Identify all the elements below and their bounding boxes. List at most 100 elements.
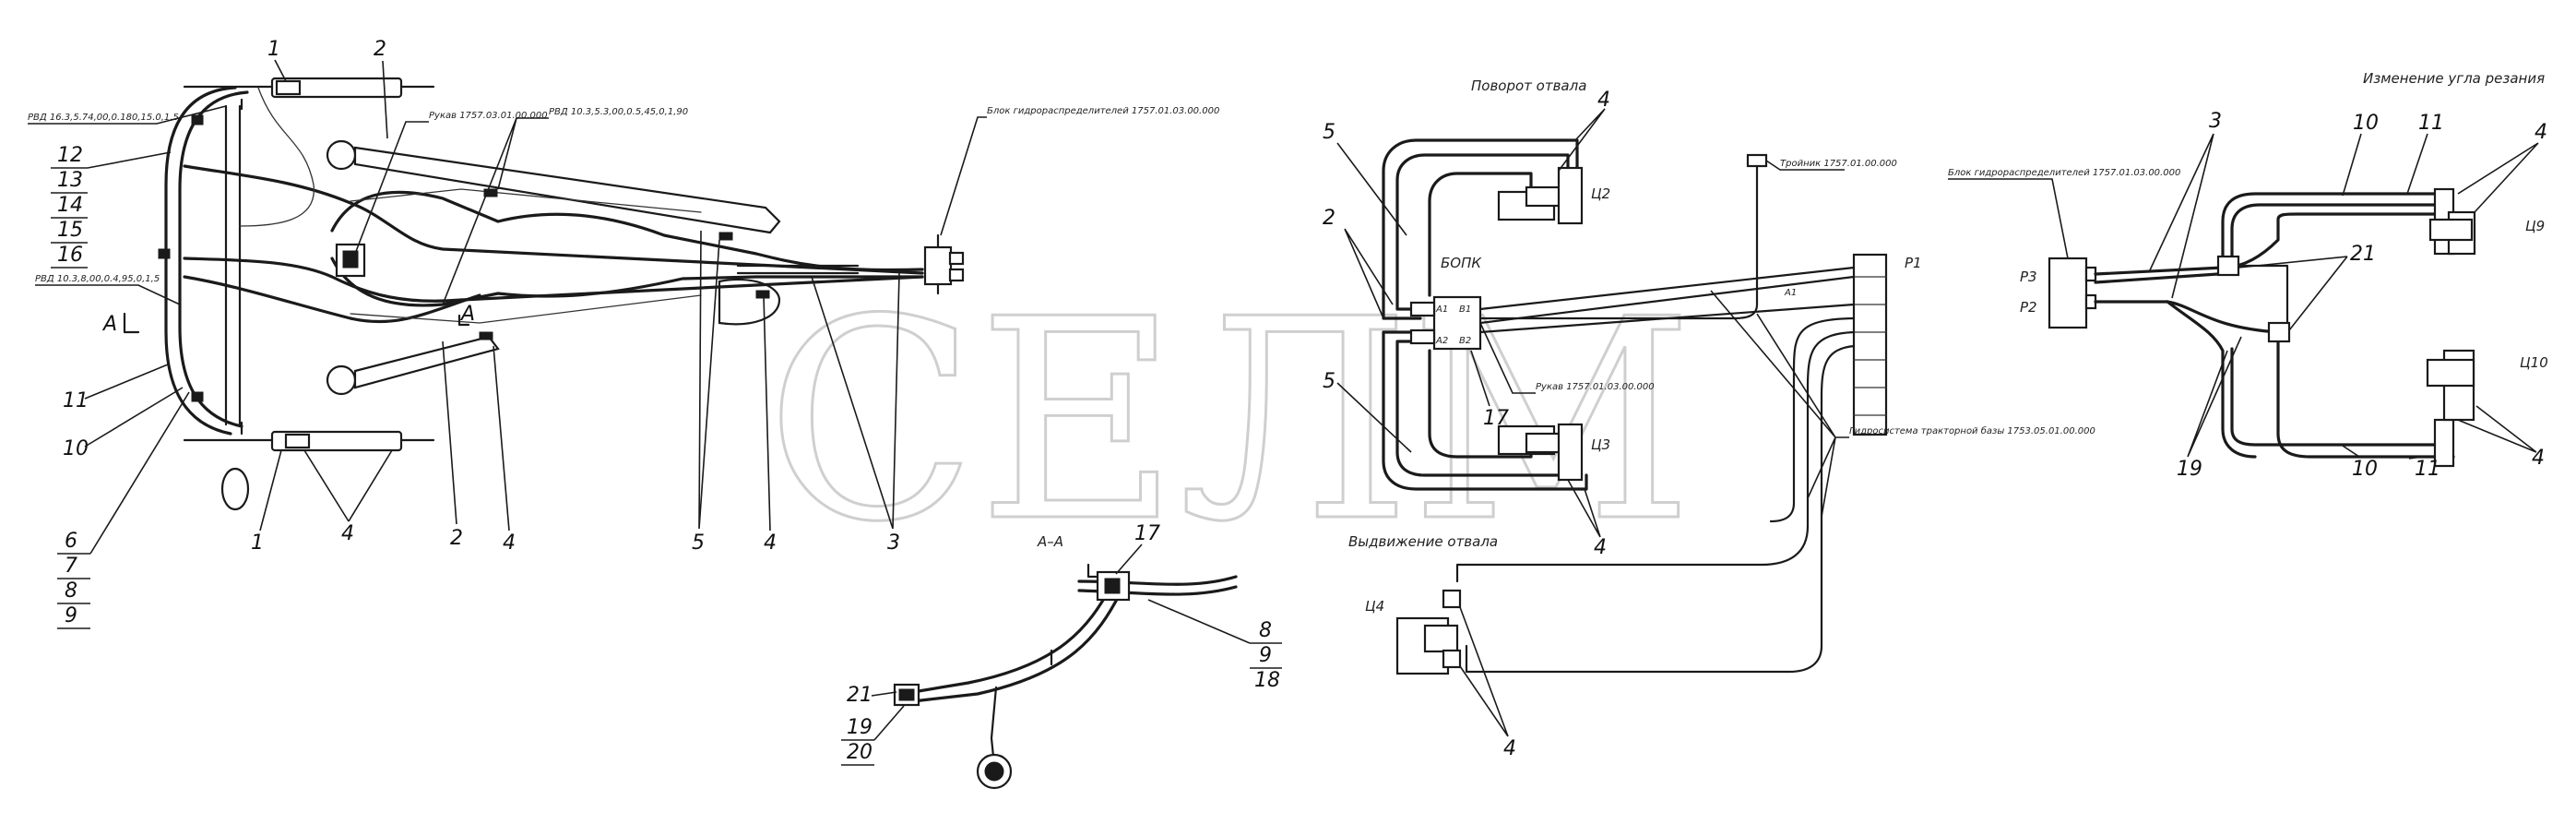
v1-hose-mid-left-label: РВД 10.3,8,00,0.4,95,0,1,5 [35, 274, 160, 284]
lower-diagonal-cylinder [353, 335, 500, 389]
clamp-f [191, 114, 204, 125]
hose-bundle-low [183, 275, 481, 324]
v2-pos-5-bottom: 5 [1323, 370, 1335, 393]
v2-loop-lower-outer [1382, 330, 1588, 491]
v1-block-label: Блок гидрораспределителей 1757.01.03.00.… [987, 106, 1219, 116]
v3-cyl-c10 [2426, 358, 2475, 388]
aa-coupling-core [898, 688, 915, 701]
v1-pos-8: 8 [65, 579, 77, 603]
v2-c4-label: Ц4 [1365, 598, 1384, 615]
v2-inlet-block [1852, 253, 1888, 436]
distribution-block [923, 245, 953, 286]
v1-pos-1-bottom-leader [259, 449, 282, 531]
v2-bopk-port-b2 [1409, 328, 1436, 345]
section-mark-left [123, 312, 140, 334]
v3-line-bottom-outer-2 [2166, 300, 2257, 459]
v2-tee [1746, 153, 1768, 168]
v2-cyl-c4-port-top [1442, 589, 1462, 609]
section-mark-right [457, 314, 470, 327]
clamp-a [483, 188, 498, 197]
hose-thin-loop [239, 87, 315, 227]
v1-pos-15: 15 [57, 219, 83, 242]
v2-line-to-c4-1 [1455, 330, 1856, 583]
v1-pos-9: 9 [65, 604, 77, 627]
v3-block-leader [1948, 178, 2069, 259]
v3-pos-4-bottom-leader [2457, 405, 2537, 453]
v2-handle-leader [1479, 322, 1536, 394]
v1-pos-4-a: 4 [341, 522, 354, 545]
view3-schematic [2048, 187, 2476, 468]
aa-pos-21-leader [871, 691, 897, 697]
v3-pos-4-top-leader [2457, 142, 2539, 213]
v2-loop-upper-outer [1395, 153, 1570, 311]
v2-title-bottom: Выдвижение отвала [1348, 533, 1498, 550]
view2-schematic [1382, 138, 1888, 675]
aa-hose-long-1 [911, 584, 1113, 694]
v2-label-a1: А1 [1784, 288, 1797, 298]
v3-p3-label: Р3 [2020, 269, 2037, 285]
v2-loop-lower-outer-2 [1395, 340, 1570, 477]
hose-thin-lower [350, 294, 702, 324]
v2-label-port-b2: В2 [1459, 336, 1471, 346]
clamp-g [191, 391, 204, 402]
v3-block-label: Блок гидрораспределителей 1757.01.03.00.… [1948, 168, 2180, 178]
v3-pos-11-bottom-leader [2408, 456, 2423, 460]
section-aa-assembly [893, 563, 1238, 790]
v3-pos-3-leader [2148, 133, 2214, 299]
aa-valve-core [1104, 578, 1121, 594]
clamp-b [718, 232, 733, 241]
v1-pos-6: 6 [65, 530, 77, 553]
v3-tee-link [2237, 264, 2289, 325]
aa-pos-19: 19 [847, 716, 873, 739]
v1-pos-14: 14 [57, 194, 83, 217]
v2-cyl-c4-port-bottom [1442, 649, 1462, 669]
aa-pos-17: 17 [1134, 522, 1160, 545]
v2-handle-label: Рукав 1757.01.03.00.000 [1536, 382, 1655, 392]
v2-cyl-c3-body [1557, 423, 1584, 482]
v2-pos-17: 17 [1483, 407, 1509, 430]
v1-pos-16: 16 [57, 244, 83, 267]
v1-pos-7: 7 [65, 555, 77, 578]
v1-hose-top-mid-leader [442, 117, 549, 305]
v2-pos-5-top: 5 [1323, 121, 1335, 144]
v1-pos-10: 10 [63, 437, 89, 460]
v1-pos-11: 11 [63, 389, 89, 412]
v1-pos-13: 13 [57, 169, 83, 192]
aa-pos-9: 9 [1259, 644, 1272, 667]
v3-block [2048, 257, 2088, 329]
v3-c9-label: Ц9 [2525, 218, 2545, 234]
v3-pos-21-leader [2238, 256, 2348, 331]
v2-pos-2-leader [1344, 228, 1394, 319]
hose-thin-upper [350, 188, 702, 213]
v1-pos-3: 3 [887, 531, 900, 555]
section-a-left-label: А [101, 313, 117, 336]
v1-pos-2-bottom-leader [442, 340, 457, 525]
aa-pos-8: 8 [1259, 619, 1272, 642]
aa-pos-20: 20 [847, 741, 873, 764]
v1-hose-top-left-label: РВД 16.3,5.74,00,0.180,15.0,1,5 [28, 113, 179, 123]
v2-tee-label: Тройник 1757.01.00.000 [1780, 159, 1897, 169]
upper-diagonal-cylinder [353, 146, 781, 234]
v3-tee-bottom [2267, 321, 2291, 343]
frame-inner-hose [178, 90, 249, 428]
v2-inlet-block-divisions [1853, 276, 1887, 416]
v1-hose-top-mid-label: РВД 10.3,5.3,00,0.5,45,0,1,90 [549, 107, 688, 117]
v1-pos-11-leader [84, 364, 169, 400]
top-cylinder-clamp [275, 79, 302, 96]
bottom-ball-joint [326, 364, 357, 396]
v2-hydro-leader [1710, 290, 1849, 518]
v3-pos-4-bottom: 4 [2532, 447, 2545, 470]
v2-bopk-port-a1 [1409, 301, 1436, 317]
v1-pos-1-bottom: 1 [251, 531, 264, 555]
v2-inlet-lines [1478, 266, 1856, 334]
clamp-d [479, 331, 493, 340]
top-ball-joint [326, 139, 357, 171]
hose-loop-lower [330, 257, 924, 307]
v2-label-port-b1: В1 [1459, 305, 1471, 315]
v3-line-top-outer [2094, 192, 2441, 276]
v1-pos-5: 5 [692, 531, 705, 555]
v3-pos-11-top: 11 [2418, 112, 2444, 135]
v3-line-top-outer-2 [2094, 203, 2437, 284]
aa-pos-21: 21 [847, 684, 873, 707]
